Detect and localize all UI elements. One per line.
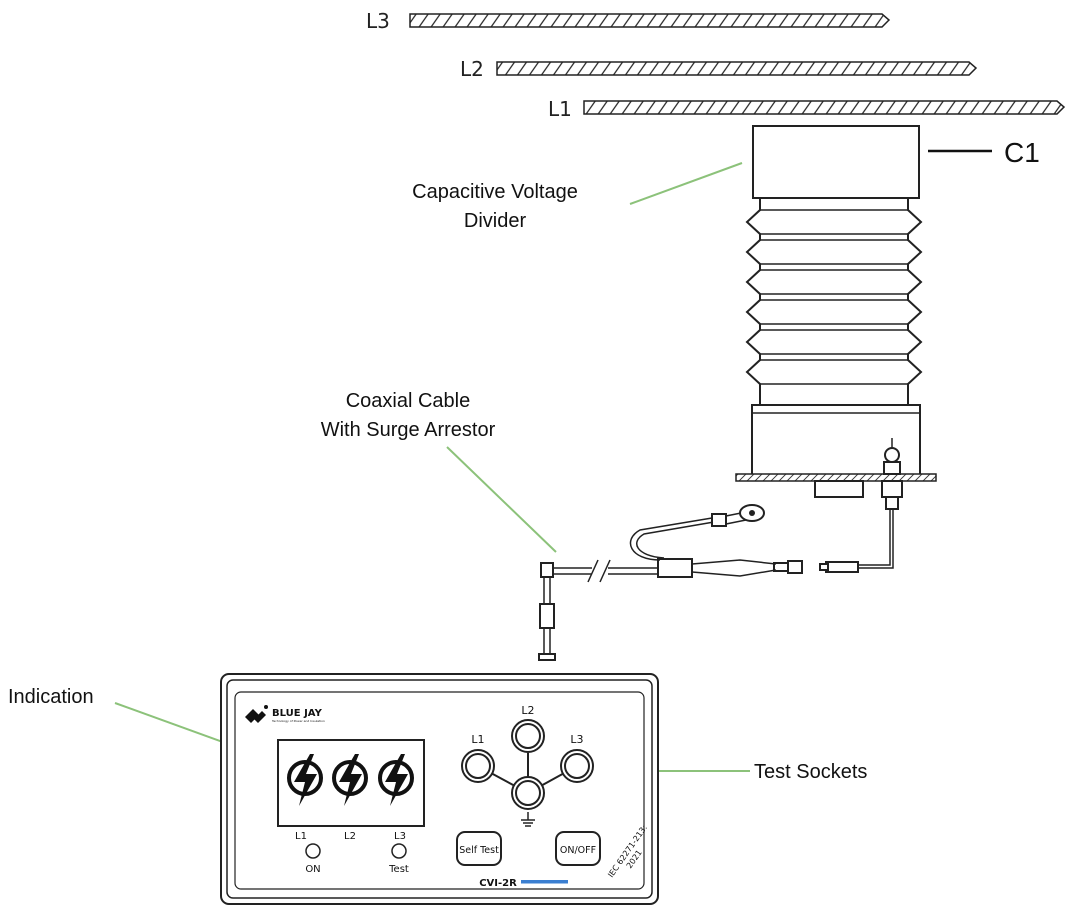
indicator-label-l2: L2 bbox=[344, 831, 356, 842]
insulator-sheds bbox=[745, 197, 923, 406]
label-coaxial-cable: Coaxial Cable bbox=[346, 390, 471, 412]
on-led-label: ON bbox=[305, 864, 320, 875]
model-bar bbox=[521, 880, 568, 884]
socket-label-l2: L2 bbox=[521, 704, 534, 717]
model-label: CVI-2R bbox=[479, 878, 517, 889]
busbar-l2: L2 bbox=[460, 57, 978, 81]
test-socket-ground[interactable] bbox=[511, 776, 545, 810]
cvi-device: BLUE JAY Technology of Power and Insulat… bbox=[220, 673, 659, 905]
test-led bbox=[391, 843, 407, 859]
self-test-button[interactable]: Self Test bbox=[456, 831, 502, 866]
busbar-l3-label: L3 bbox=[366, 9, 390, 33]
mounting-plate bbox=[735, 473, 937, 482]
test-socket-l3[interactable] bbox=[560, 749, 594, 783]
busbar-l3: L3 bbox=[366, 9, 891, 33]
brand-tagline: Technology of Power and Insulation bbox=[271, 719, 325, 723]
coaxial-cable bbox=[538, 504, 859, 661]
label-test-sockets: Test Sockets bbox=[754, 761, 867, 783]
label-with-surge-arrestor: With Surge Arrestor bbox=[321, 419, 496, 441]
busbar-l1-bar bbox=[583, 100, 1066, 115]
on-off-button[interactable]: ON/OFF bbox=[555, 831, 601, 866]
ground-icon bbox=[521, 812, 535, 827]
brand-logo bbox=[245, 705, 268, 723]
test-socket-l1[interactable] bbox=[461, 749, 495, 783]
capacitive-voltage-divider bbox=[735, 125, 937, 498]
self-test-button-label: Self Test bbox=[459, 845, 499, 856]
ground-lug bbox=[711, 513, 727, 527]
busbar-l1-label: L1 bbox=[548, 97, 572, 121]
indicator-label-l3: L3 bbox=[394, 831, 406, 842]
test-socket-l2[interactable] bbox=[511, 719, 545, 753]
indicator-label-l1: L1 bbox=[295, 831, 307, 842]
test-led-label: Test bbox=[388, 864, 409, 875]
busbar-l3-bar bbox=[409, 13, 891, 28]
busbar-l1: L1 bbox=[548, 97, 1066, 121]
brand-name: BLUE JAY bbox=[272, 708, 323, 719]
label-divider: Divider bbox=[464, 210, 527, 232]
divider-terminal bbox=[858, 438, 903, 569]
leader-cable bbox=[446, 446, 557, 553]
label-indication: Indication bbox=[8, 686, 94, 708]
surge-arrestor bbox=[657, 558, 693, 578]
cable-connector-right bbox=[787, 560, 803, 574]
busbar-l2-label: L2 bbox=[460, 57, 484, 81]
busbar-l2-bar bbox=[496, 61, 978, 76]
on-led bbox=[305, 843, 321, 859]
on-off-button-label: ON/OFF bbox=[560, 845, 596, 856]
leader-divider bbox=[629, 162, 743, 205]
socket-label-l3: L3 bbox=[570, 733, 583, 746]
c1-label: C1 bbox=[1004, 137, 1040, 168]
label-capacitive-voltage-divider: Capacitive Voltage bbox=[412, 181, 578, 203]
socket-label-l1: L1 bbox=[471, 733, 484, 746]
